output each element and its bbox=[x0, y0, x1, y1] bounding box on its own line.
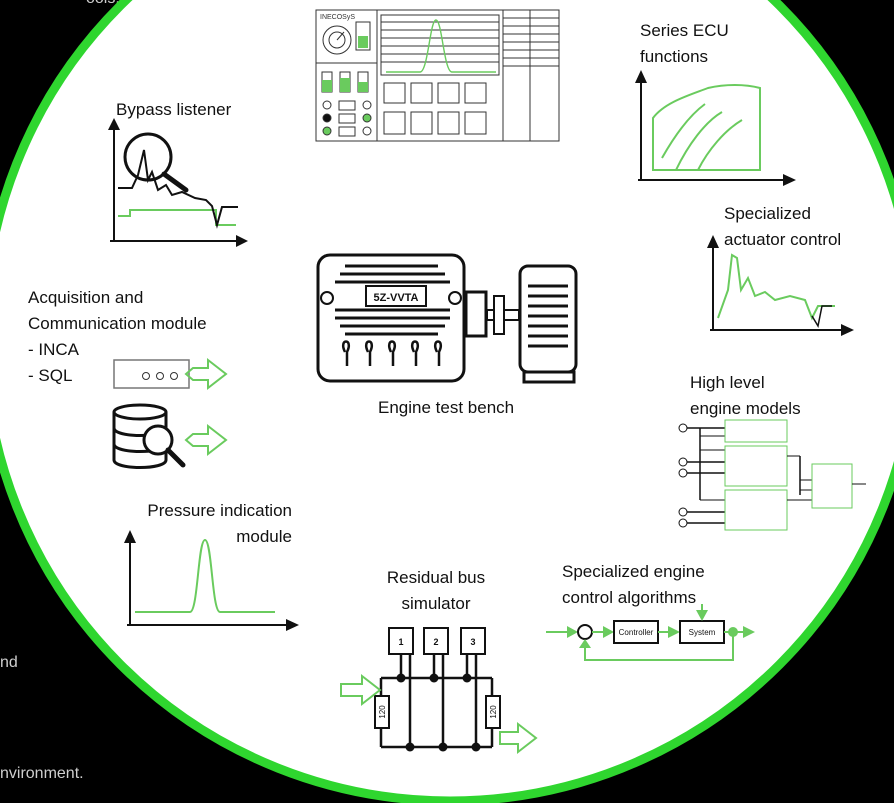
bypass-listener-label: Bypass listener bbox=[116, 100, 232, 119]
background-text-left: nd bbox=[0, 654, 18, 671]
system-block-label: System bbox=[689, 628, 716, 637]
high-level-model-schematic bbox=[678, 419, 866, 531]
background-text-bottom: nvironment. bbox=[0, 765, 84, 782]
background-text-top: ools. bbox=[86, 0, 120, 8]
resistor-label-left: 120 bbox=[378, 705, 387, 719]
node-label-1: 1 bbox=[398, 637, 403, 647]
actuator-control-graph bbox=[707, 235, 854, 336]
bypass-listener-graph bbox=[108, 118, 248, 247]
controller-block-label: Controller bbox=[619, 628, 654, 637]
engine-name-label: 5Z-VVTA bbox=[373, 292, 418, 304]
control-loop-diagram bbox=[546, 604, 755, 661]
engine-test-bench-label: Engine test bench bbox=[378, 398, 515, 417]
engine-test-bench-icon: 5Z-VVTA bbox=[316, 253, 578, 384]
node-label-3: 3 bbox=[470, 637, 475, 647]
svg-text:INECOSyS: INECOSyS bbox=[320, 14, 355, 21]
series-ecu-graph bbox=[635, 70, 796, 186]
residual-bus-diagram bbox=[340, 627, 538, 755]
acquisition-device-icon bbox=[113, 357, 228, 391]
node-label-2: 2 bbox=[433, 637, 438, 647]
database-icon bbox=[112, 403, 228, 469]
resistor-label-right: 120 bbox=[489, 705, 498, 719]
pressure-indication-graph bbox=[124, 530, 299, 631]
inecosys-screen-icon: INECOSyS bbox=[315, 9, 560, 142]
